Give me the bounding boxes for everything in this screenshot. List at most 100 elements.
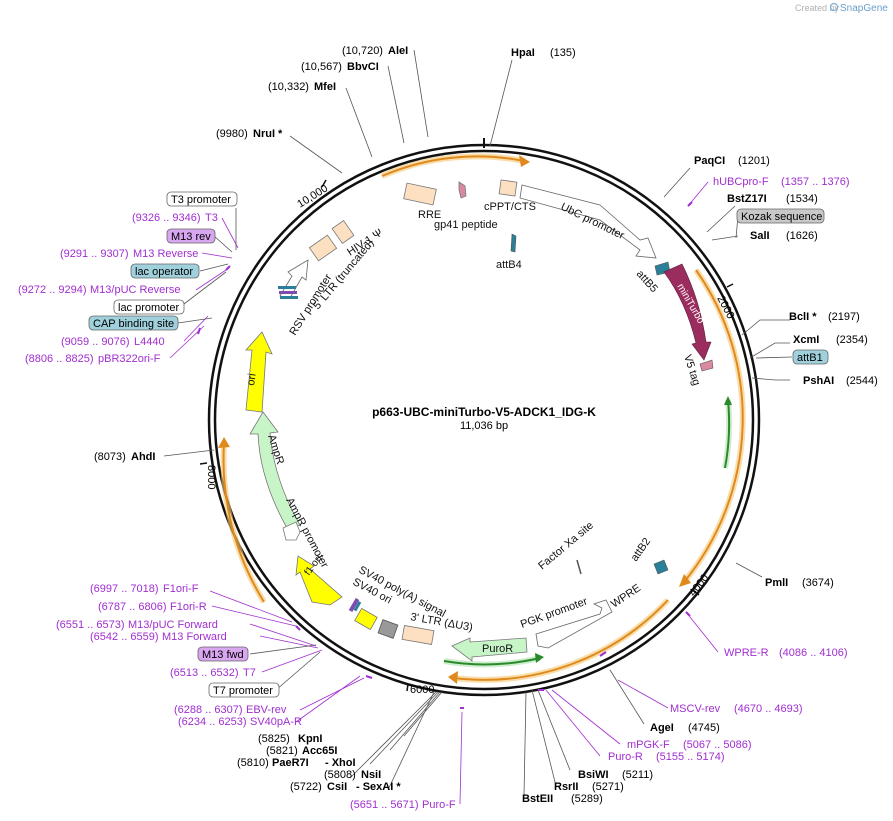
attb5-label: attB5	[634, 268, 660, 295]
svg-text:(6551 .. 6573): (6551 .. 6573)	[56, 619, 125, 631]
attb1-box: attB1	[797, 352, 823, 364]
svg-text:(5651 .. 5671): (5651 .. 5671)	[350, 799, 419, 811]
ampr-promoter-arrow	[282, 521, 301, 541]
site-mfei: MfeI	[314, 81, 336, 93]
ori-label: ori	[245, 373, 259, 387]
sv40pa-box	[377, 619, 399, 639]
svg-text:(5211): (5211)	[622, 769, 653, 781]
svg-text:(10,567): (10,567)	[301, 61, 342, 73]
factor-xa-mark	[576, 559, 582, 575]
pgk-promoter-arrow	[535, 599, 613, 649]
orf-arcs	[218, 153, 746, 684]
site-bsteii: BstEII	[522, 793, 553, 805]
svg-text:(1201): (1201)	[738, 155, 770, 167]
rre-box	[403, 182, 437, 206]
svg-text:(5808): (5808)	[324, 769, 356, 781]
primer-leaders	[169, 181, 793, 805]
primer-m13-reverse: M13 Reverse	[133, 248, 198, 260]
primer-mscv-rev: MSCV-rev	[670, 703, 721, 715]
svg-text:(5067 .. 5086): (5067 .. 5086)	[683, 739, 752, 751]
primer-l4440: L4440	[134, 336, 165, 348]
svg-text:(4086 .. 4106): (4086 .. 4106)	[779, 647, 848, 659]
svg-text:(10,720): (10,720)	[342, 45, 383, 57]
kozak-box: Kozak sequence	[741, 211, 822, 223]
svg-text:(6513 .. 6532): (6513 .. 6532)	[170, 667, 239, 679]
attb2-label: attB2	[629, 536, 654, 564]
snapgene-logo-icon	[829, 2, 839, 12]
primer-f1ori-r: F1ori-R	[170, 601, 207, 613]
ltr5-box	[331, 220, 355, 244]
site-sexai: - SexAI *	[356, 781, 401, 793]
site-csii: CsiI	[327, 781, 347, 793]
ubc-promoter-arrow	[519, 184, 657, 259]
site-xcmi: XcmI	[793, 334, 819, 346]
site-acc65i: Acc65I	[302, 745, 337, 757]
site-alei: AleI	[388, 45, 408, 57]
primer-wpre-r: WPRE-R	[724, 647, 769, 659]
primer-labels: hUBCpro-F (1357 .. 1376) WPRE-R (4086 ..…	[18, 176, 850, 811]
svg-text:(2354): (2354)	[836, 334, 868, 346]
enzyme-leaders	[163, 49, 790, 797]
miniturbo-arrow	[663, 263, 712, 361]
factorxa-label: Factor Xa site	[536, 519, 596, 572]
primer-m13-forward: M13 Forward	[162, 631, 227, 643]
t7-promoter-box: T7 promoter	[213, 685, 273, 697]
svg-text:(135): (135)	[550, 47, 576, 59]
lac-operator-box: lac operator	[135, 266, 193, 278]
m13-fwd-box: M13 fwd	[202, 649, 244, 661]
primer-hubcpro-f: hUBCpro-F	[713, 176, 769, 188]
svg-text:(5821): (5821)	[266, 745, 298, 757]
green-arcs	[443, 396, 733, 668]
sv40-small-marks	[348, 597, 362, 613]
site-pmli: PmlI	[765, 577, 788, 589]
svg-text:(5722): (5722)	[290, 781, 322, 793]
svg-text:(4670 .. 4693): (4670 .. 4693)	[734, 703, 803, 715]
svg-text:(6234 .. 6253): (6234 .. 6253)	[178, 716, 247, 728]
ori-arrow	[245, 331, 273, 413]
site-kpni: KpnI	[298, 733, 322, 745]
site-bbvci: BbvCI	[347, 61, 379, 73]
lac-promoter-box: lac promoter	[118, 302, 179, 314]
m13-rev-box: M13 rev	[171, 231, 211, 243]
primer-f1ori-f: F1ori-F	[163, 583, 199, 595]
site-paqci: PaqCI	[694, 155, 725, 167]
plasmid-name: p663-UBC-miniTurbo-V5-ADCK1_IDG-K	[372, 405, 596, 419]
site-bstz17i: BstZ17I	[727, 193, 767, 205]
primer-sv40pa-r: SV40pA-R	[250, 716, 302, 728]
v5-label: V5 tag	[681, 353, 702, 387]
site-ahdi: AhdI	[131, 451, 155, 463]
left-small-marks	[278, 286, 298, 299]
ampr-arrow	[249, 411, 301, 529]
gp41-label: gp41 peptide	[434, 219, 498, 231]
svg-text:(5271): (5271)	[592, 781, 624, 793]
svg-text:(9272 .. 9294): (9272 .. 9294)	[18, 284, 87, 296]
brand-text: SnapGene	[840, 3, 888, 14]
svg-text:(6288 .. 6307): (6288 .. 6307)	[174, 704, 243, 716]
cppt-label: cPPT/CTS	[484, 201, 536, 213]
primer-pbr322ori-f: pBR322ori-F	[98, 353, 161, 365]
site-nsii: NsiI	[361, 769, 381, 781]
plasmid-length: 11,036 bp	[460, 420, 508, 432]
svg-text:(10,332): (10,332)	[268, 81, 309, 93]
site-paer7i: PaeR7I	[272, 757, 309, 769]
enzyme-labels: HpaI (135) PaqCI (1201) BstZ17I (1534) S…	[94, 45, 878, 805]
puror-arrow	[451, 637, 528, 662]
primer-puro-r: Puro-R	[608, 751, 643, 763]
svg-text:(1357 .. 1376): (1357 .. 1376)	[781, 176, 850, 188]
primer-m13puc-reverse: M13/pUC Reverse	[90, 284, 180, 296]
site-xhoi: - XhoI	[325, 757, 356, 769]
primer-ticks	[197, 201, 693, 709]
svg-text:(9291 .. 9307): (9291 .. 9307)	[60, 248, 129, 260]
gp41-arrow	[458, 181, 467, 199]
primer-puro-f: Puro-F	[422, 799, 456, 811]
svg-text:(3674): (3674)	[802, 577, 834, 589]
t3-promoter-box: T3 promoter	[171, 194, 231, 206]
attb2-mark	[653, 559, 669, 575]
site-sali: SalI	[750, 230, 770, 242]
svg-text:(1534): (1534)	[786, 193, 818, 205]
svg-text:(5825): (5825)	[258, 733, 290, 745]
primer-t7: T7	[243, 667, 256, 679]
svg-text:(6787 .. 6806): (6787 .. 6806)	[98, 601, 167, 613]
svg-text:(5289): (5289)	[571, 793, 603, 805]
